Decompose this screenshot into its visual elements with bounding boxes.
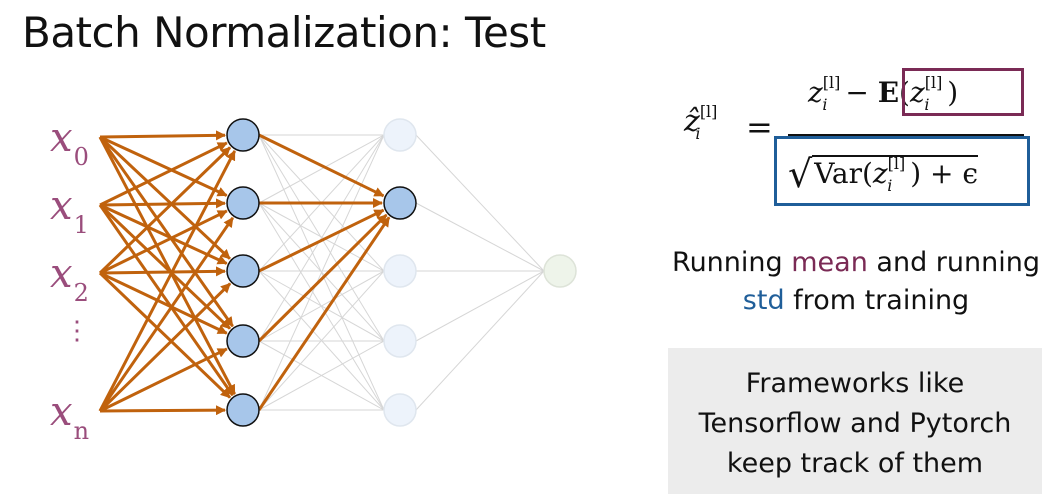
faded-edge	[415, 202, 545, 272]
hidden-layer1-node	[226, 324, 260, 358]
mean-highlight-box	[902, 68, 1024, 116]
active-edge	[98, 135, 231, 260]
faded-edge	[415, 270, 545, 411]
input-label-x1: x1	[50, 183, 89, 239]
active-edge	[98, 136, 234, 328]
variance-highlight-box	[774, 136, 1030, 206]
fraction-line	[788, 134, 1024, 136]
active-edge	[99, 130, 227, 141]
active-edge	[99, 347, 228, 413]
active-edge	[258, 208, 385, 273]
faded-edge	[415, 134, 545, 272]
neural-network-diagram	[98, 118, 577, 427]
hidden-layer1-node	[226, 254, 260, 288]
hidden-layer2-node-faded	[383, 324, 417, 358]
active-edge	[98, 271, 232, 399]
formula-equals: =	[746, 108, 773, 146]
active-edge	[98, 146, 232, 275]
active-edge	[99, 266, 227, 277]
active-edge	[98, 282, 232, 413]
active-edge	[99, 141, 228, 207]
sqrt-icon: √	[788, 152, 813, 196]
slide-title: Batch Normalization: Test	[22, 8, 546, 57]
active-edge	[99, 135, 228, 197]
frameworks-note-line: Tensorflow and Pytorch	[698, 408, 1012, 439]
mean-word: mean	[791, 247, 868, 278]
active-edge	[257, 213, 388, 343]
active-edge	[98, 150, 237, 412]
active-edge	[99, 203, 228, 265]
faded-edge	[258, 340, 385, 411]
batchnorm-test-formula: ẑ[l]i = z[l]i − E(z[l]i ) √Var(z[l]i ) +…	[680, 68, 1050, 208]
hidden-layer2-node-faded	[383, 393, 417, 427]
faded-edge	[258, 134, 385, 342]
hidden-layer1-node	[226, 118, 260, 152]
vertical-ellipsis: ⋮	[64, 316, 90, 346]
formula-lhs: ẑ[l]i	[684, 102, 718, 143]
input-label-xn: xn	[50, 389, 90, 445]
std-word: std	[742, 285, 785, 316]
hidden-layer1-node	[226, 186, 260, 220]
hidden-layer2-node-active	[383, 186, 417, 220]
active-edge	[258, 133, 385, 198]
active-edge	[98, 203, 231, 330]
input-label-x2: x2	[50, 251, 89, 307]
active-edge	[99, 209, 228, 275]
faded-edge	[258, 270, 385, 342]
output-node	[543, 254, 577, 288]
active-edge	[98, 136, 236, 395]
hidden-layer2-node-faded	[383, 118, 417, 152]
faded-edge	[258, 202, 385, 272]
active-edge	[99, 198, 227, 209]
frameworks-note-line: keep track of them	[726, 448, 984, 479]
active-edge	[98, 216, 235, 412]
faded-edge	[415, 270, 545, 342]
faded-edge	[258, 270, 385, 411]
faded-edge	[258, 134, 385, 411]
frameworks-note-line: Frameworks like	[745, 368, 965, 399]
input-label-x0: x0	[50, 115, 89, 171]
frameworks-note-box: Frameworks like Tensorflow and Pytorch k…	[668, 348, 1042, 494]
hidden-layer1-node	[226, 393, 260, 427]
active-edge	[99, 271, 228, 335]
active-edge	[99, 405, 227, 416]
faded-edge	[258, 134, 385, 204]
formula-denominator: √Var(z[l]i ) + ϵ	[788, 152, 979, 196]
active-edge	[257, 216, 391, 411]
active-edge	[98, 204, 234, 397]
hidden-layer2-node-faded	[383, 254, 417, 288]
